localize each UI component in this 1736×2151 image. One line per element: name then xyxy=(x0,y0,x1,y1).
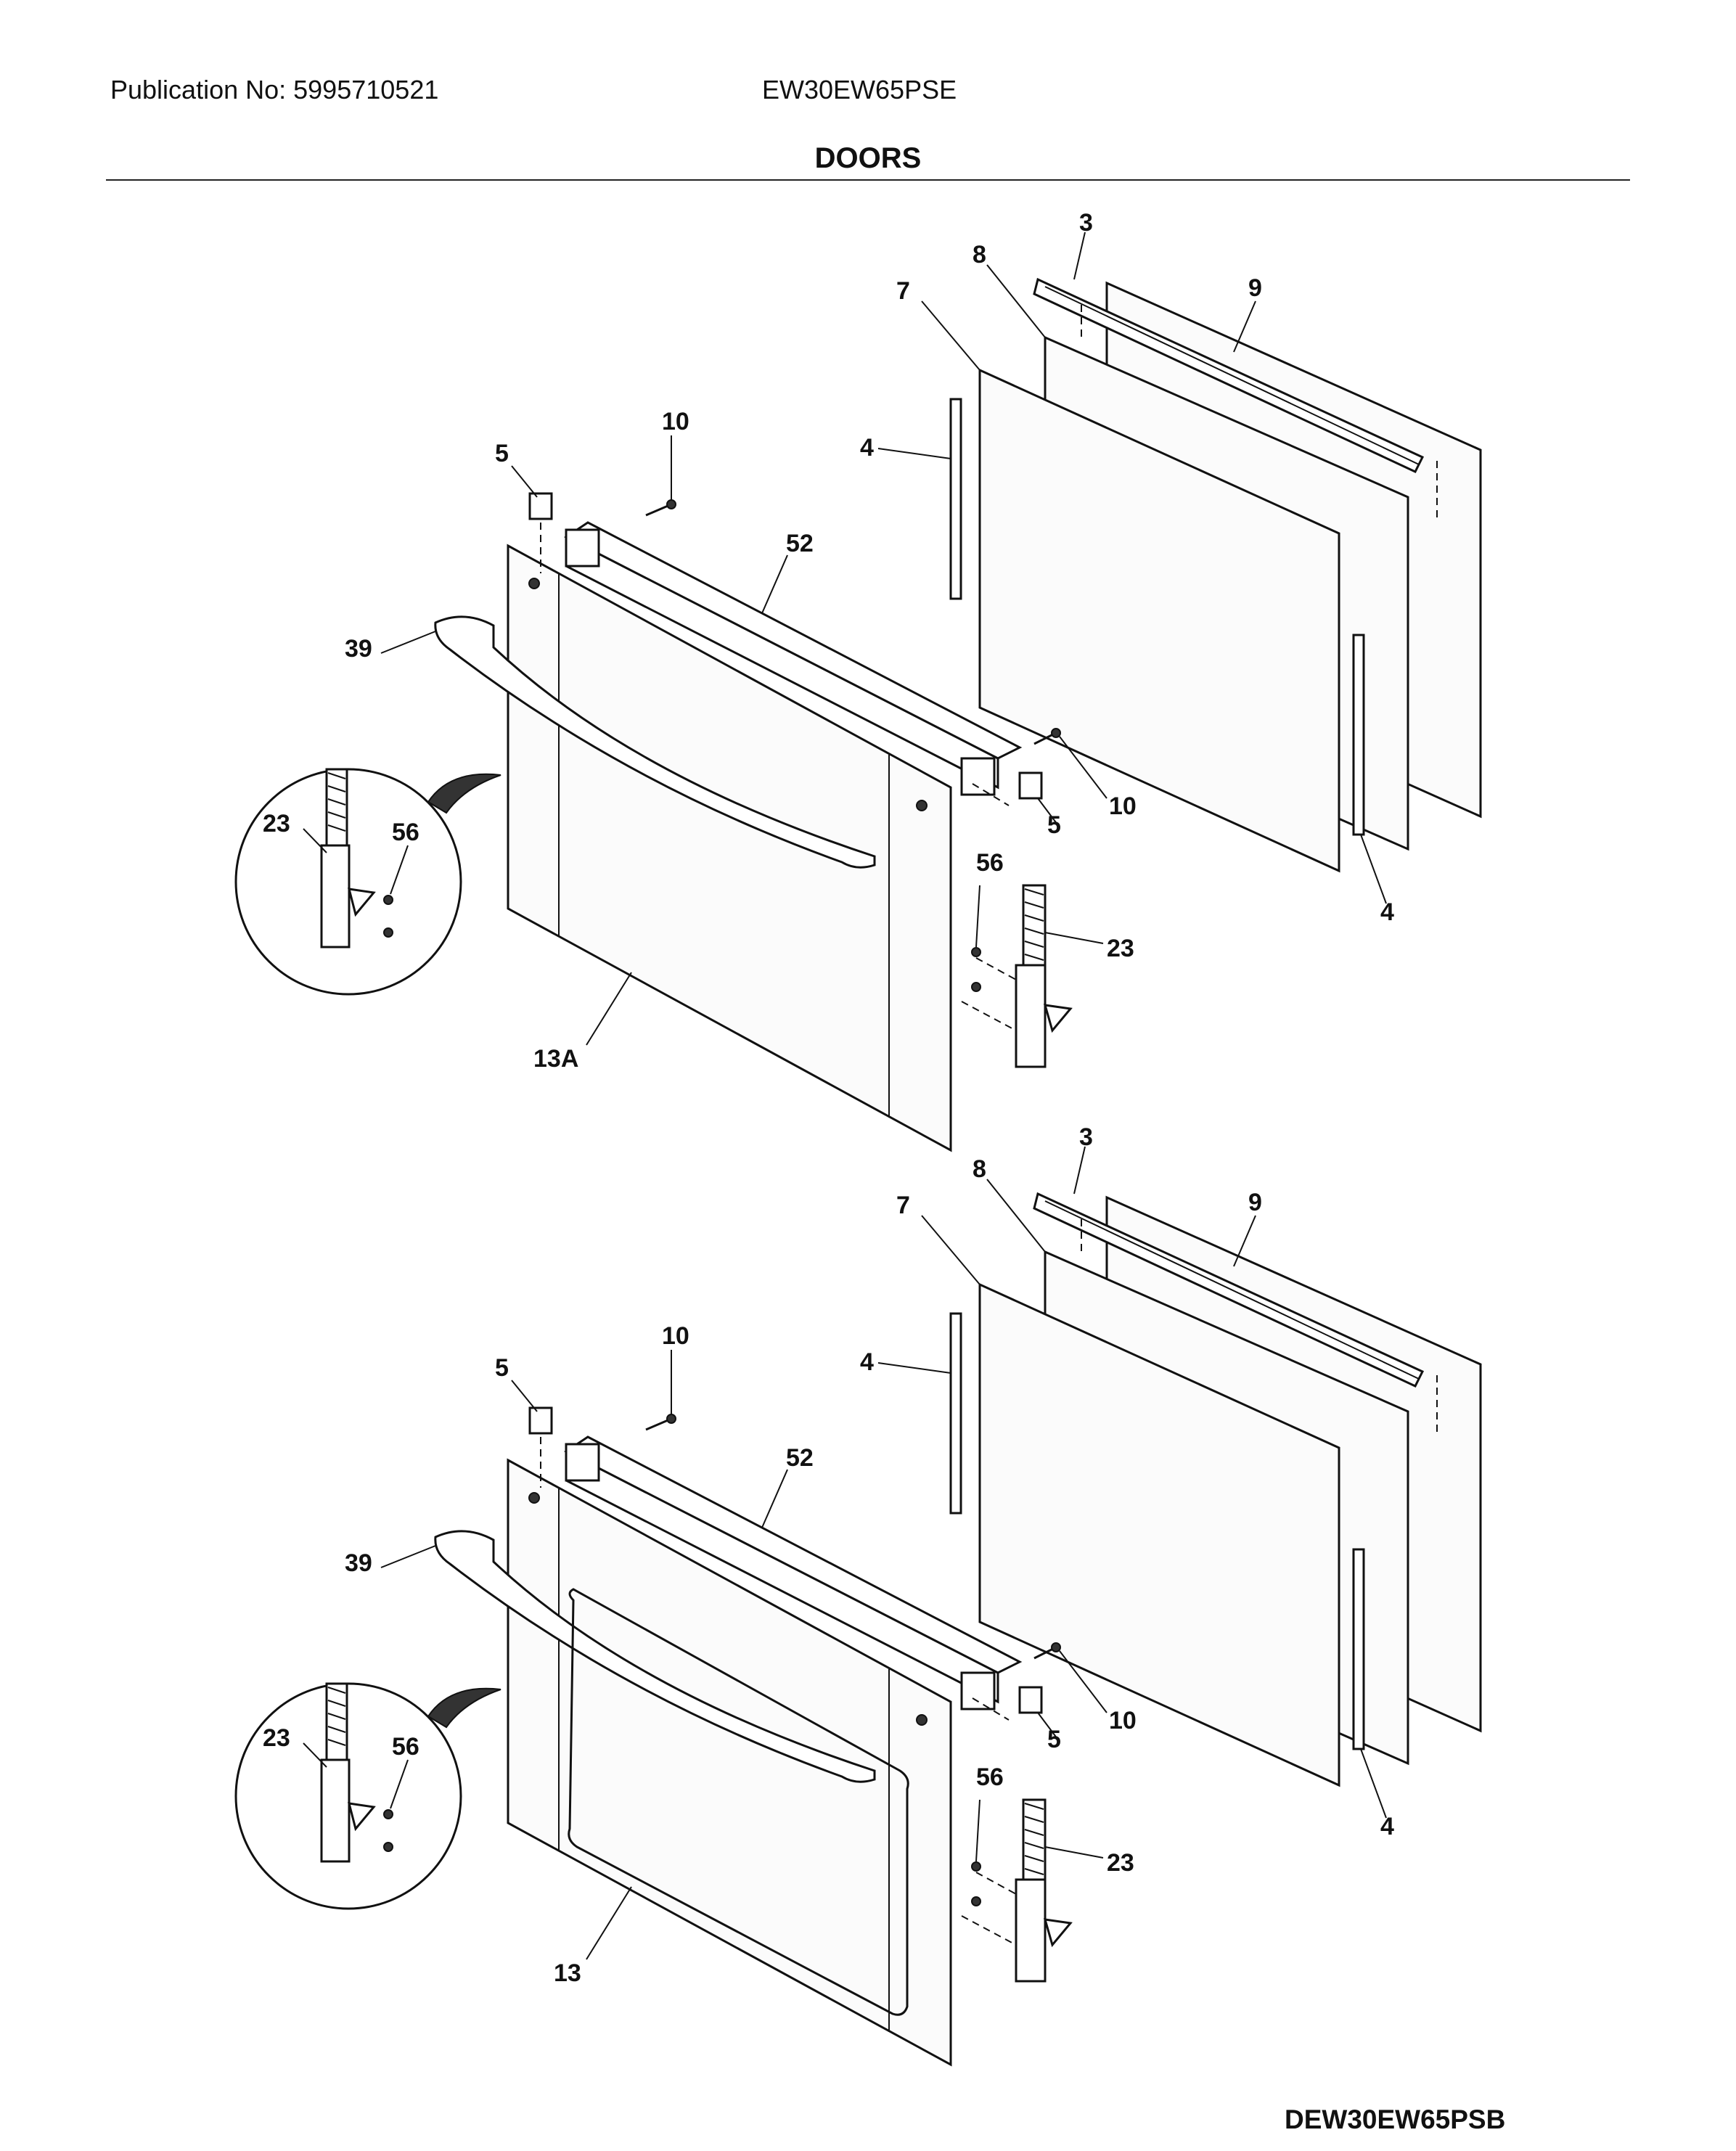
callout-52: 52 xyxy=(786,530,814,557)
publication-number: Publication No: 5995710521 xyxy=(110,75,439,105)
callout-56: 56 xyxy=(976,1763,1004,1791)
callout-5: 5 xyxy=(495,440,509,467)
callout-4: 4 xyxy=(860,434,874,462)
lower-door-assembly: 3 8 9 7 10 4 5 52 39 23 56 10 5 56 23 4 … xyxy=(234,1123,1482,2066)
callout-39: 39 xyxy=(345,635,372,663)
callout-56: 56 xyxy=(976,849,1004,877)
callout-3: 3 xyxy=(1079,209,1093,237)
callout-10-right: 10 xyxy=(1109,1707,1137,1734)
callout-7: 7 xyxy=(896,1192,910,1219)
callout-5-right: 5 xyxy=(1047,811,1061,839)
callout-7: 7 xyxy=(896,277,910,305)
callout-10-right: 10 xyxy=(1109,792,1137,820)
callout-23-zoom: 23 xyxy=(263,810,290,837)
callout-56-zoom: 56 xyxy=(392,1733,419,1761)
drawing-id: DEW30EW65PSB xyxy=(1285,2105,1506,2134)
callout-52: 52 xyxy=(786,1444,814,1472)
callout-3: 3 xyxy=(1079,1123,1093,1151)
model-number: EW30EW65PSE xyxy=(762,75,957,105)
callout-23: 23 xyxy=(1107,1849,1134,1877)
callout-9: 9 xyxy=(1248,1189,1262,1216)
callout-13a: 13A xyxy=(533,1045,578,1073)
callout-9: 9 xyxy=(1248,274,1262,302)
callout-56-zoom: 56 xyxy=(392,819,419,846)
callout-13: 13 xyxy=(554,1959,581,1987)
callout-5-right: 5 xyxy=(1047,1726,1061,1753)
callout-39: 39 xyxy=(345,1549,372,1577)
callout-4-right: 4 xyxy=(1380,898,1394,926)
callout-5: 5 xyxy=(495,1354,509,1382)
callout-8: 8 xyxy=(973,241,986,269)
callout-23-zoom: 23 xyxy=(263,1724,290,1752)
callout-8: 8 xyxy=(973,1155,986,1183)
page-title: DOORS xyxy=(814,142,922,174)
callout-4-right: 4 xyxy=(1380,1813,1394,1840)
callout-10: 10 xyxy=(662,408,689,435)
callout-10: 10 xyxy=(662,1322,689,1350)
callout-23: 23 xyxy=(1107,935,1134,962)
upper-door-assembly: 3 8 9 7 10 4 5 52 39 23 56 10 5 56 23 4 … xyxy=(234,209,1482,1152)
callout-4: 4 xyxy=(860,1348,874,1376)
header-divider xyxy=(106,179,1630,181)
